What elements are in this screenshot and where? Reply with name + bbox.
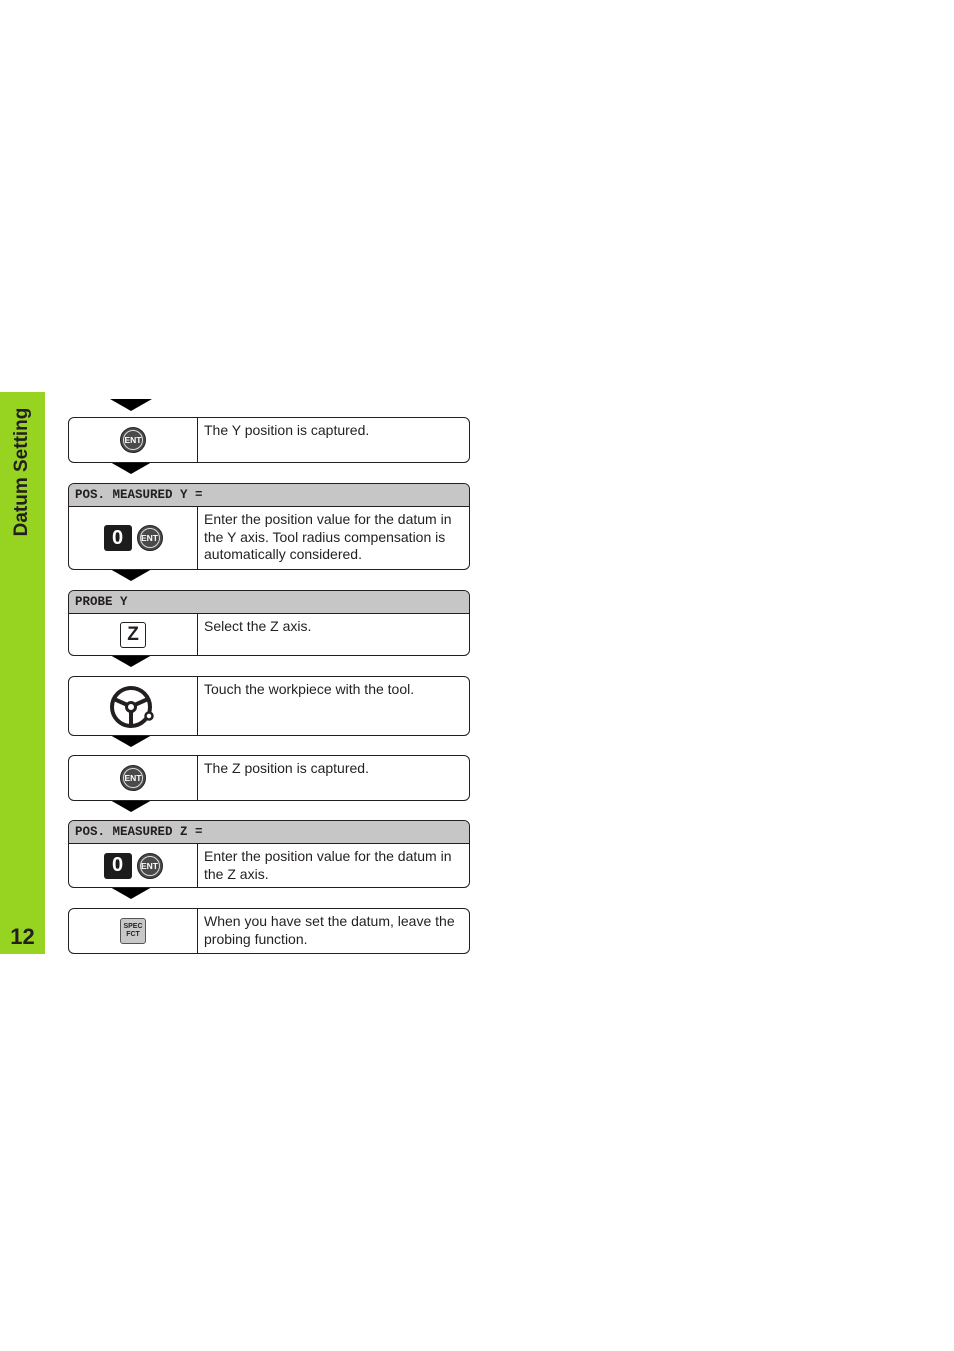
step-box: ENT The Y position is captured. [68, 417, 470, 463]
step-description: Touch the workpiece with the tool. [204, 681, 415, 697]
z-axis-key-icon: Z [120, 621, 146, 648]
flow-arrow [110, 462, 152, 474]
flow-arrow [110, 399, 152, 411]
key-column: ENT [69, 418, 198, 462]
chapter-title-text: Datum Setting [11, 407, 32, 537]
step-description: The Z position is captured. [204, 760, 369, 776]
chapter-tab: Datum Setting 12 [0, 392, 45, 954]
flow-arrow [110, 887, 152, 899]
step-box: PROBE Y Z Select the Z axis. [68, 590, 470, 656]
step-description: The Y position is captured. [204, 422, 370, 438]
ent-key-icon: ENT [136, 852, 163, 879]
spec-fct-key-icon: SPEC FCT [120, 918, 146, 944]
display-readout: POS. MEASURED Z = [69, 821, 469, 844]
key-column: Z [69, 614, 198, 655]
step-box: POS. MEASURED Y = 0 ENT Enter the positi… [68, 483, 470, 570]
step-description: Enter the position value for the datum i… [204, 511, 452, 562]
step-description: Enter the position value for the datum i… [204, 848, 452, 882]
flow-arrow [110, 735, 152, 747]
flow-arrow [110, 655, 152, 667]
display-readout: POS. MEASURED Y = [69, 484, 469, 507]
ent-key-icon: ENT [120, 427, 146, 453]
flow-arrow [110, 800, 152, 812]
page-number: 12 [10, 924, 35, 949]
chapter-title: Datum Setting [0, 392, 45, 552]
display-readout: PROBE Y [69, 591, 469, 614]
step-description: When you have set the datum, leave the p… [204, 913, 455, 947]
step-box: SPEC FCT When you have set the datum, le… [68, 908, 470, 954]
step-description: Select the Z axis. [204, 618, 312, 634]
key-column: ENT [69, 756, 198, 800]
zero-key-icon: 0 [103, 852, 132, 879]
step-box: ENT The Z position is captured. [68, 755, 470, 801]
step-box: Touch the workpiece with the tool. [68, 676, 470, 736]
ent-key-icon: ENT [120, 765, 146, 791]
key-column: SPEC FCT [69, 909, 198, 953]
key-column: 0 ENT [69, 507, 198, 569]
flow-arrow [110, 569, 152, 581]
handwheel-icon [110, 686, 154, 728]
key-column [69, 677, 198, 735]
ent-key-icon: ENT [136, 525, 163, 551]
key-column: 0 ENT [69, 844, 198, 887]
zero-key-icon: 0 [103, 525, 132, 551]
step-box: POS. MEASURED Z = 0 ENT Enter the positi… [68, 820, 470, 888]
